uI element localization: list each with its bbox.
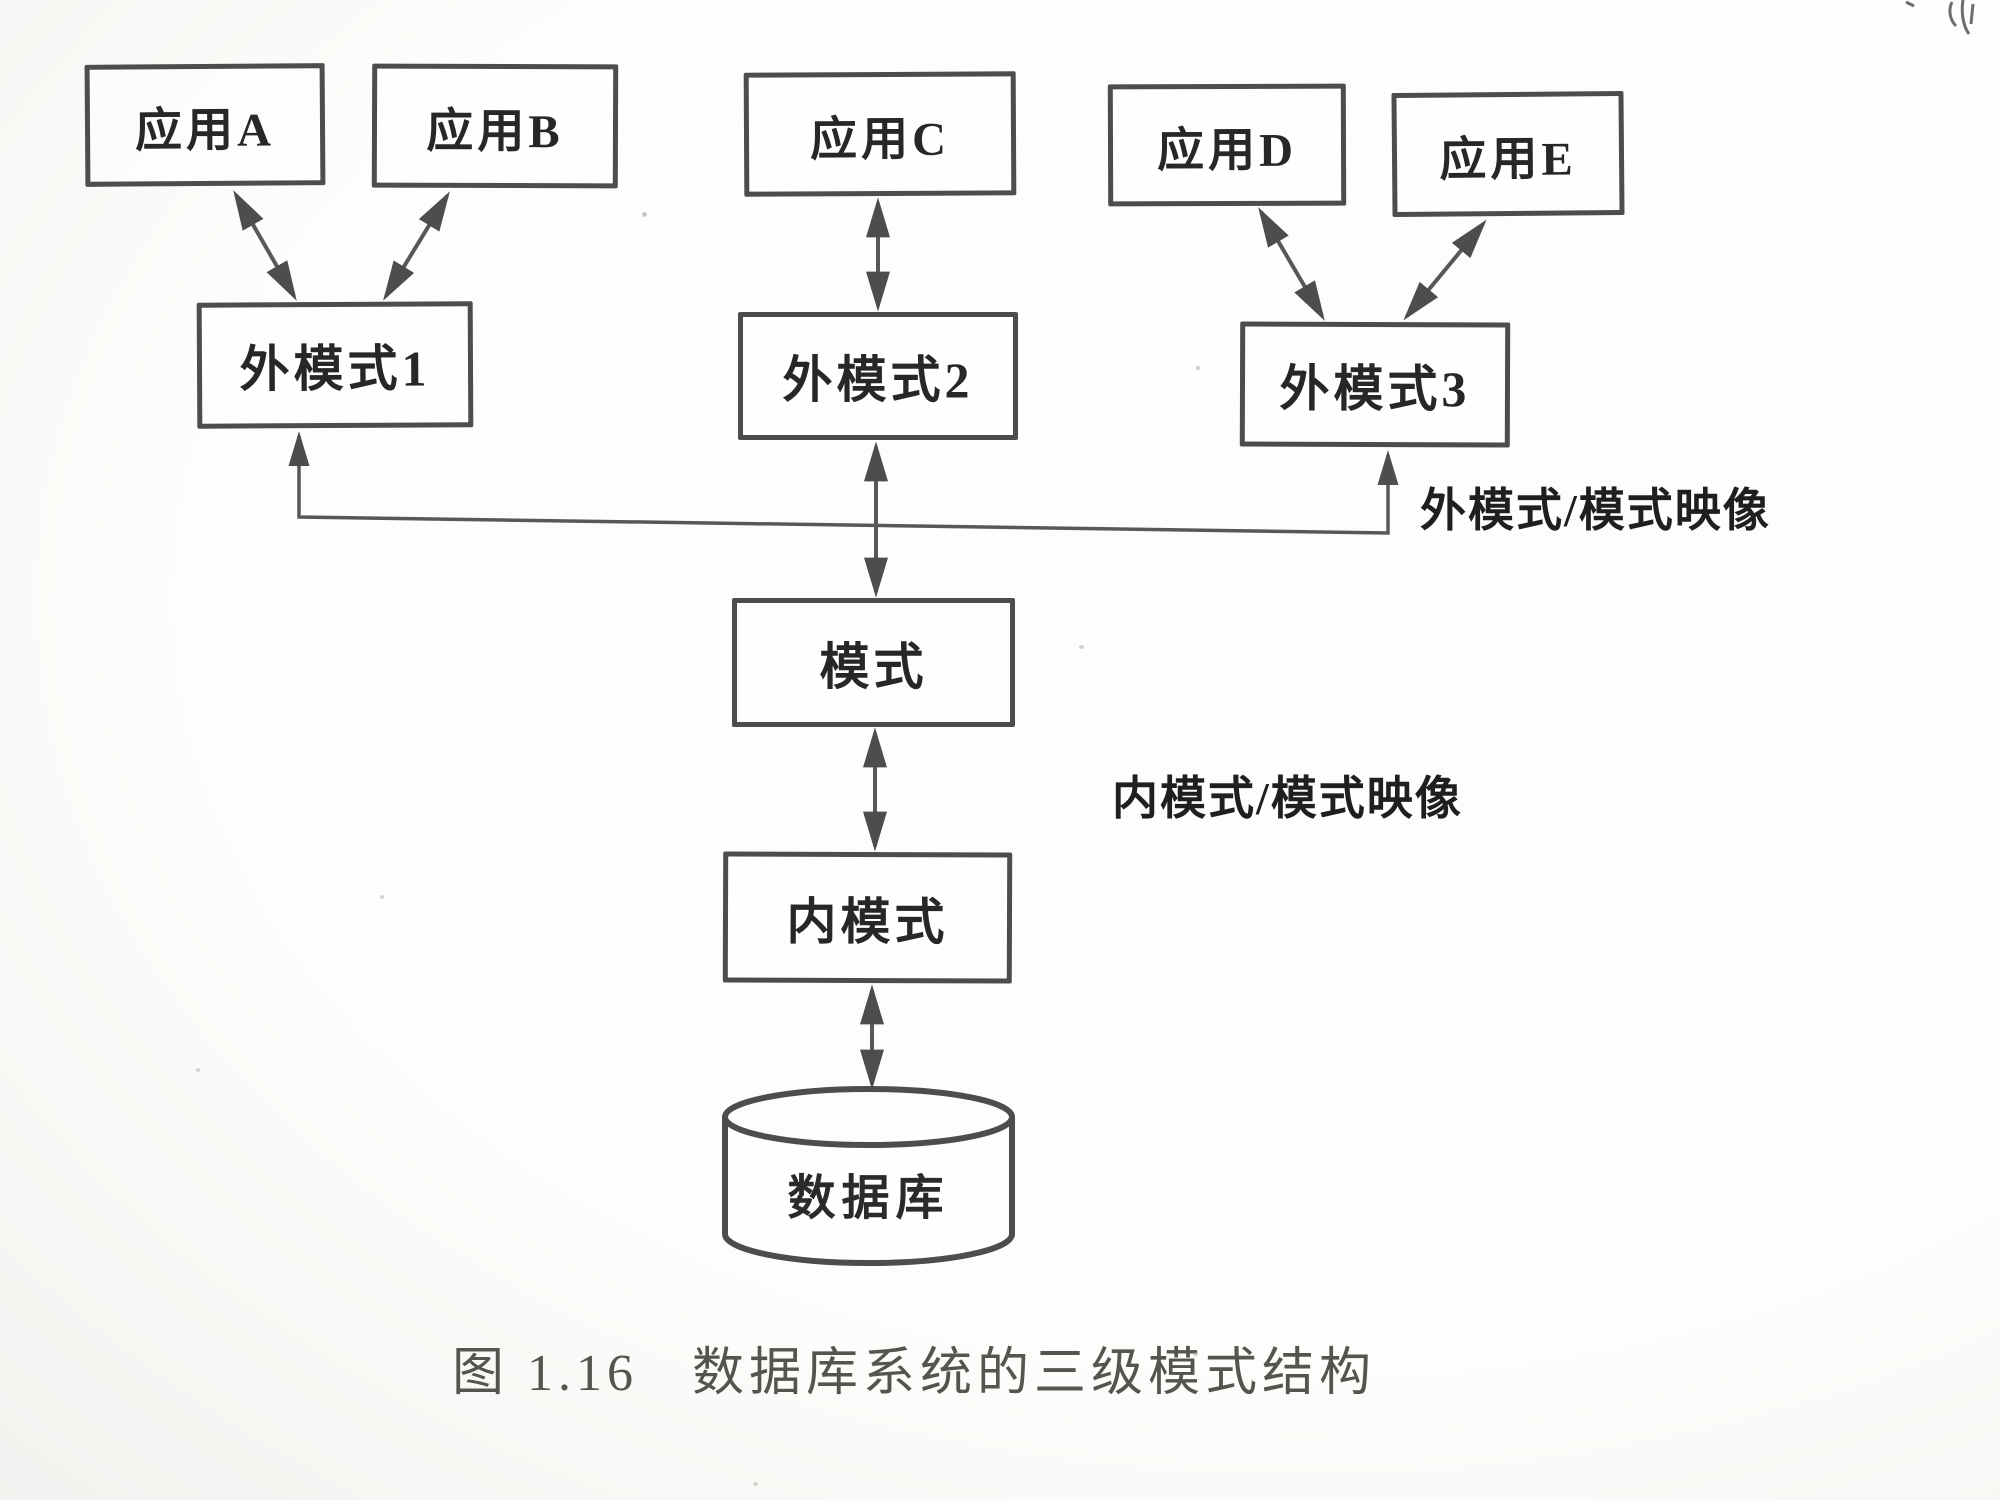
node-external-schema-2-label: 外模式2 <box>782 352 974 408</box>
label-external-schema-mapping: 外模式/模式映像 <box>1420 485 1771 536</box>
figure-caption-number: 图 1.16 <box>452 1345 639 1402</box>
scan-speck <box>753 1482 758 1486</box>
figure-caption: 图 1.16 数据库系统的三级模式结构 <box>452 1330 1376 1405</box>
scan-speck <box>1196 366 1200 370</box>
arrow-app-e-ext3 <box>1403 219 1487 321</box>
node-schema-label: 模式 <box>819 638 928 695</box>
node-database-label: 数据库 <box>787 1172 950 1225</box>
scan-speck <box>1193 1352 1198 1356</box>
arrow-app-b-ext1 <box>383 191 450 301</box>
node-external-schema-2: 外模式2 <box>738 312 1018 440</box>
scan-speck <box>642 212 647 217</box>
scan-speck <box>196 1068 200 1072</box>
scan-speck <box>1079 645 1084 649</box>
arrow-app-a-ext1 <box>233 190 297 301</box>
figure-caption-title: 数据库系统的三级模式结构 <box>692 1345 1377 1402</box>
node-schema: 模式 <box>732 598 1015 727</box>
label-internal-schema-mapping: 内模式/模式映像 <box>1112 773 1463 824</box>
connector-ext-schema-mapping <box>288 431 1399 535</box>
scan-speck <box>380 895 384 899</box>
database-cylinder <box>722 1086 1015 1266</box>
scan-artifact <box>1905 0 1975 35</box>
arrow-app-d-ext3 <box>1258 207 1325 321</box>
